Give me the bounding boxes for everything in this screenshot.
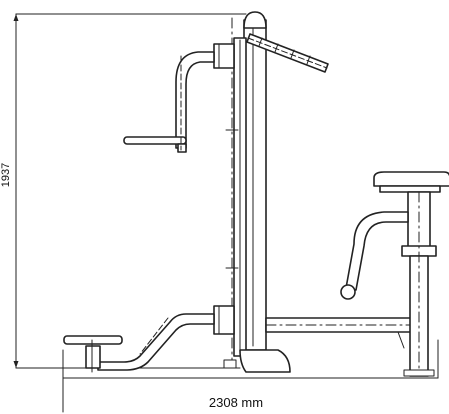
seat-assembly: [340, 171, 449, 377]
upper-handle: [123, 43, 235, 153]
base-anchor-left: [223, 359, 237, 369]
height-dimension-label: 1937: [0, 163, 12, 187]
seat-plate: [379, 185, 441, 193]
base-foot: [239, 349, 291, 373]
column-base: [223, 349, 291, 373]
upper-handle-tube: [175, 51, 215, 149]
post-cap: [243, 11, 267, 29]
seat-beam: [265, 317, 413, 333]
seat-handle-tube: [345, 211, 409, 291]
upper-handle-grip: [123, 136, 187, 145]
width-dimension-label: 2308 mm: [209, 395, 263, 410]
width-dimension: 2308 mm: [62, 339, 439, 413]
seat-handle-knob: [340, 284, 356, 300]
main-column: [231, 11, 267, 369]
upper-handle-end-cap: [177, 143, 187, 153]
seat-base-plate: [403, 369, 435, 377]
lower-arm-bracket: [213, 305, 235, 335]
top-arm-centerline: [247, 37, 328, 69]
footrest-pedal: [63, 335, 123, 345]
upper-handle-bracket: [213, 43, 235, 69]
lower-arm-centerline: [139, 317, 169, 355]
height-dimension: 1937: [0, 13, 247, 369]
main-post: [243, 19, 267, 351]
footrest-post: [85, 345, 101, 369]
seat-top: [373, 171, 449, 187]
lower-arm-tube: [97, 313, 215, 371]
center-marks: [225, 129, 239, 269]
top-arm-grip-marks: [258, 37, 311, 65]
height-arrow-bottom: [13, 361, 19, 368]
height-arrow-top: [13, 14, 19, 21]
beam-brace: [397, 331, 405, 349]
lower-foot-arm: [63, 305, 235, 373]
top-angled-arm: [246, 33, 329, 73]
